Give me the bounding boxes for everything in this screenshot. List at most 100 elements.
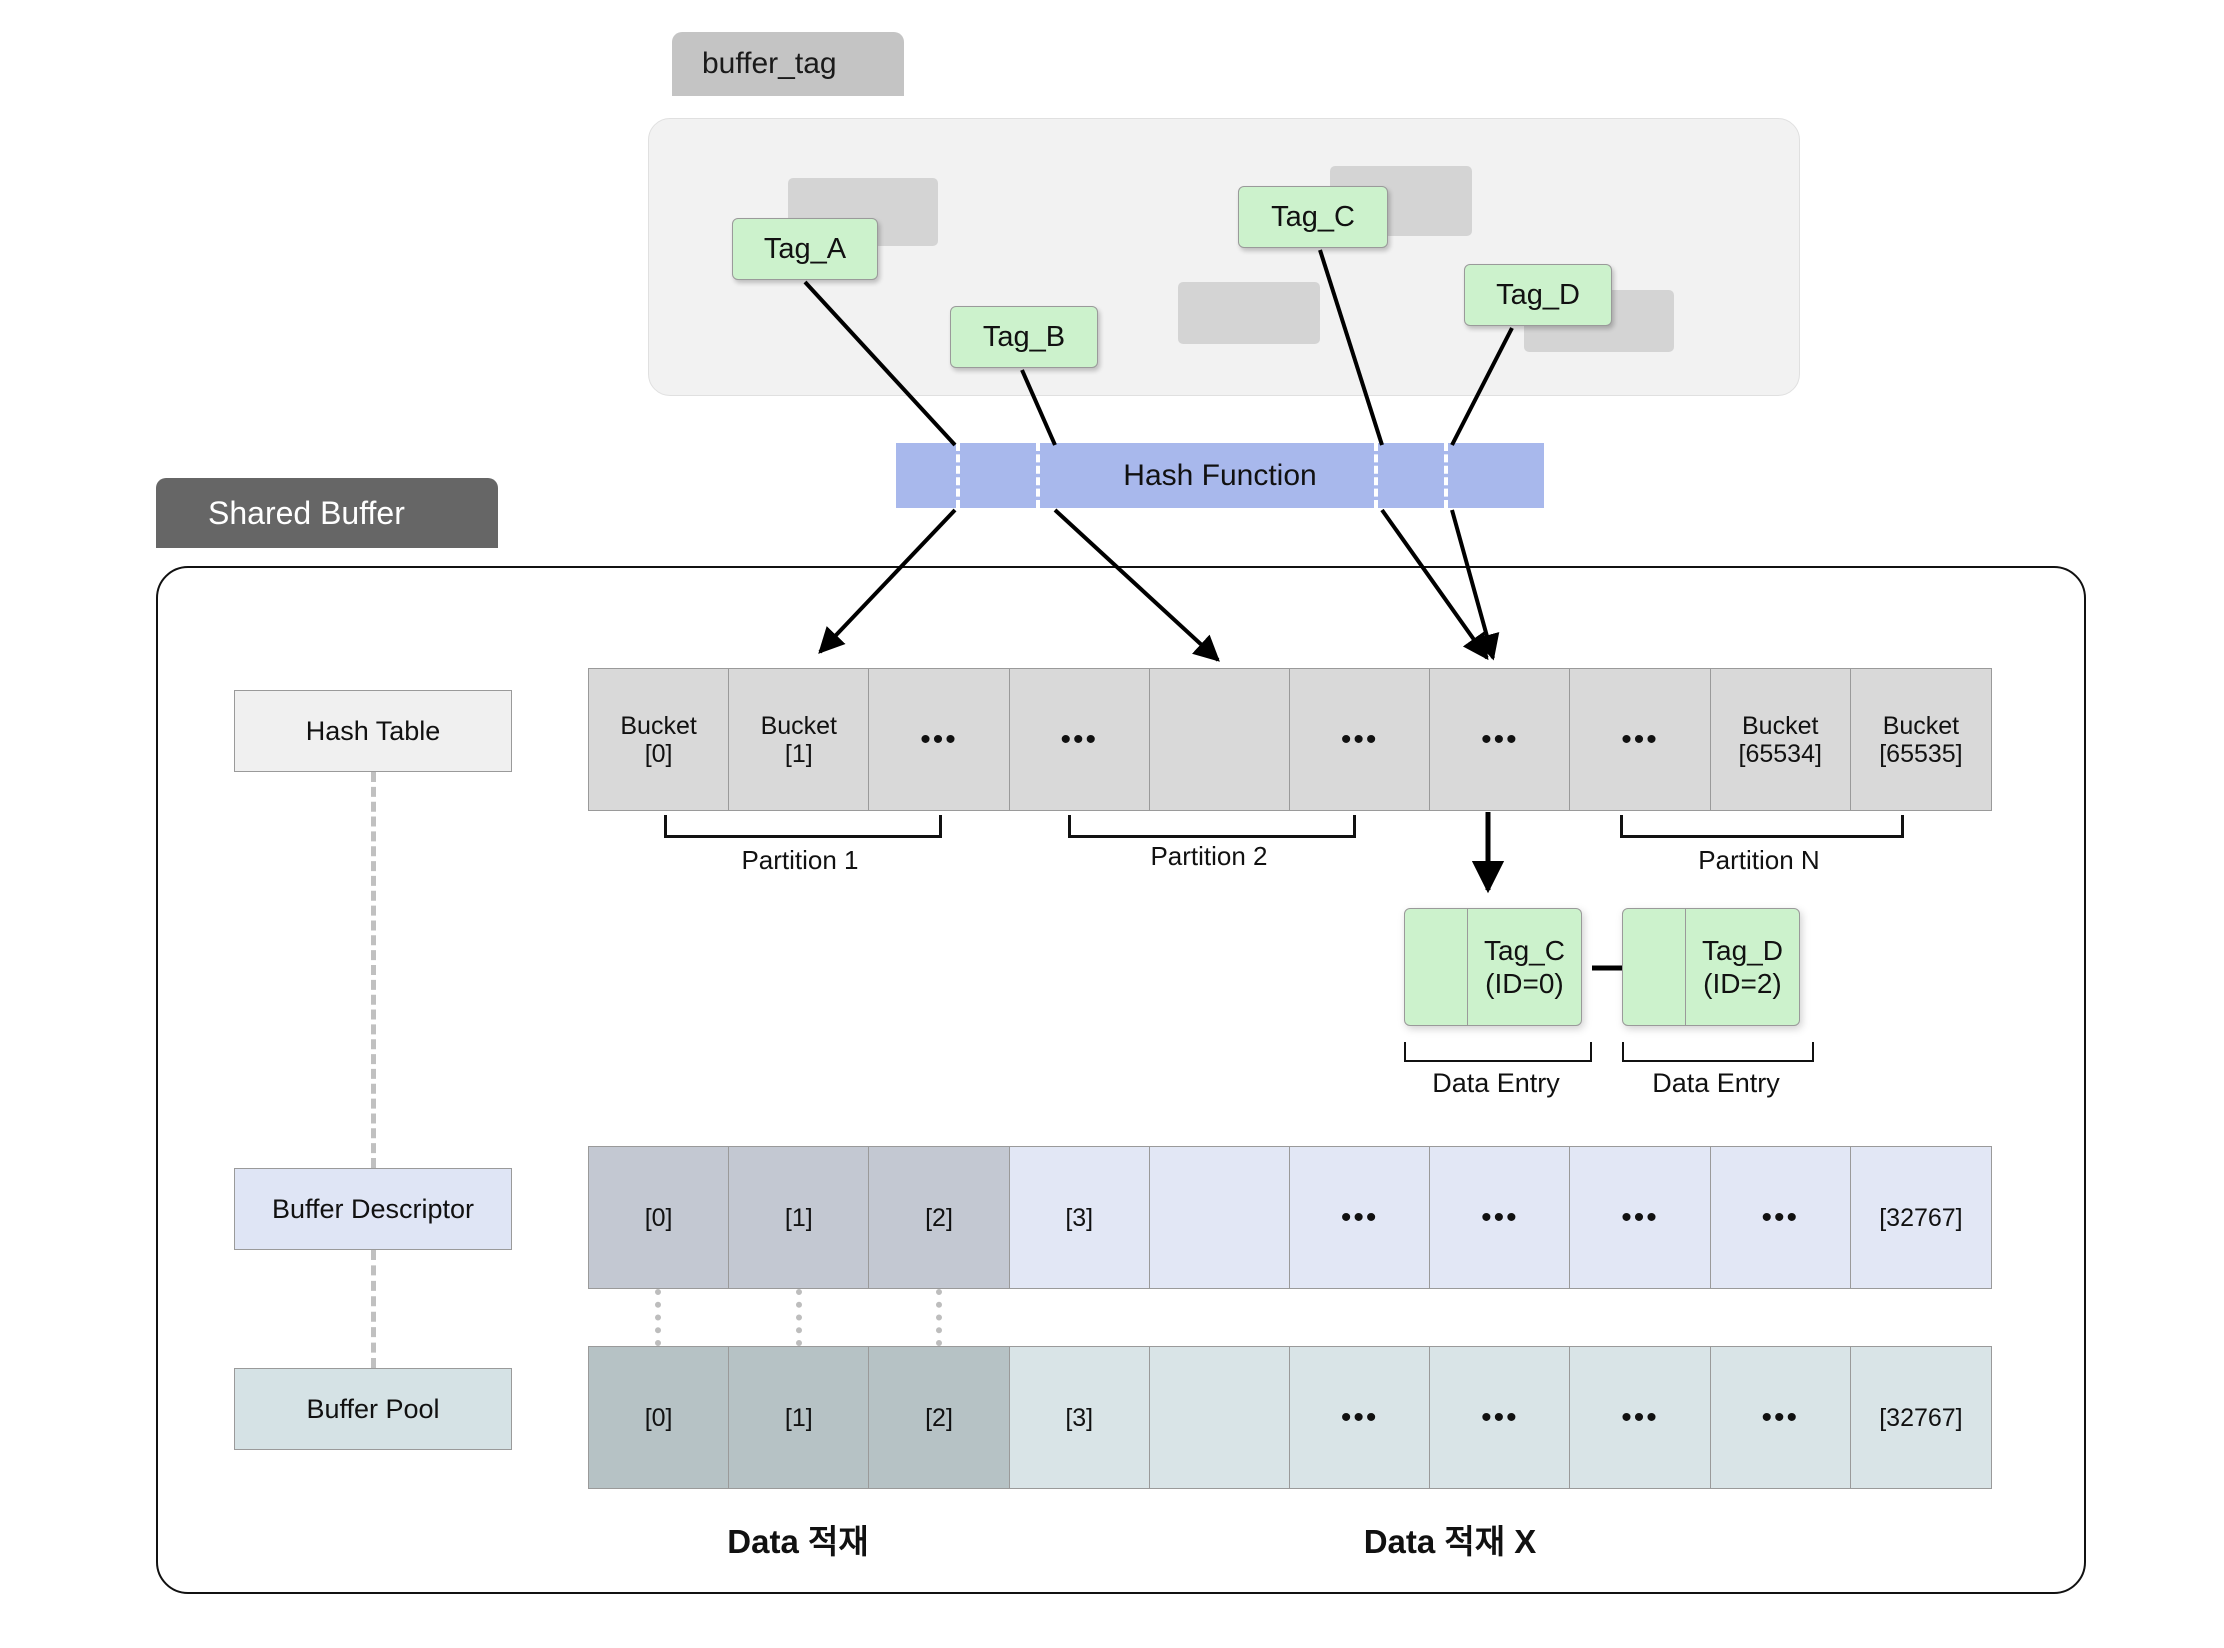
partition-bracket-1 [664,815,942,838]
hash-bucket-cell[interactable]: Bucket[0] [589,669,730,810]
buffer-pool-row: [0] [1] [2] [3] ••• ••• ••• ••• [32767] [588,1346,1992,1489]
tag-chip-a-label: Tag_A [763,232,847,265]
buffer-pool-cell[interactable]: ••• [1570,1347,1711,1488]
buffer-descriptor-cell[interactable]: [3] [1009,1147,1150,1288]
hash-table-row: Bucket[0]Bucket[1]•••••••••••••••Bucket[… [588,668,1992,811]
tag-chip-d[interactable]: Tag_D [1464,264,1612,326]
bucket-cell-line1: Bucket [1742,711,1819,740]
hash-function-label: Hash Function [1123,458,1317,492]
buffer-pool-cell-label: [2] [925,1403,953,1432]
shared-buffer-header: Shared Buffer [156,478,498,548]
hash-bucket-cell[interactable] [1149,669,1291,810]
descriptor-to-pool-connector [371,1250,376,1368]
hash-bucket-cell[interactable]: ••• [1570,669,1711,810]
buffer-pool-cell[interactable]: [2] [869,1347,1010,1488]
buffer-pool-cell[interactable]: ••• [1430,1347,1571,1488]
buffer-pool-cell-label: [1] [784,1403,813,1432]
buffer-descriptor-cell[interactable]: [0] [589,1147,730,1288]
caption-data-not-loaded: Data 적재 X [1363,1523,1537,1560]
data-entry-c-caption: Data Entry [1432,1068,1560,1098]
buffer-pool-cell[interactable] [1149,1347,1291,1488]
data-entry-c-body: Tag_C (ID=0) [1468,908,1582,1026]
buffer-pool-cell[interactable]: [3] [1009,1347,1150,1488]
hash-function-bar: Hash Function [896,443,1544,508]
bucket-cell-line1: Bucket [760,711,838,740]
buffer-descriptor-cell-label: [3] [1065,1203,1094,1232]
buffer-descriptor-cell[interactable]: [32767] [1850,1147,1992,1288]
hash-slot-divider-4 [1444,443,1448,508]
buffer-descriptor-row: [0] [1] [2] [3] ••• ••• ••• ••• [32767] [588,1146,1992,1289]
buffer-descriptor-cell[interactable]: ••• [1570,1147,1711,1288]
data-entry-d-tag: Tag_D [1702,934,1783,966]
buffer-pool-cell[interactable]: [0] [589,1347,730,1488]
ellipsis-icon: ••• [1481,1400,1519,1434]
descriptor-pool-link [655,1289,662,1346]
descriptor-pool-link [795,1289,802,1346]
hash-bucket-cell[interactable]: Bucket[65535] [1850,669,1992,810]
ellipsis-icon: ••• [1621,1200,1659,1234]
buffer-descriptor-label: Buffer Descriptor [271,1193,475,1224]
buffer-descriptor-cell-label: [0] [644,1203,673,1232]
data-entry-tag-c[interactable]: Tag_C (ID=0) [1404,908,1582,1026]
ellipsis-icon: ••• [1621,722,1659,756]
hash-bucket-cell[interactable]: Bucket[1] [729,669,870,810]
buffer-descriptor-cell-label: [2] [925,1203,953,1232]
partition-bracket-2 [1068,815,1356,838]
tag-chip-a[interactable]: Tag_A [732,218,878,280]
ellipsis-icon: ••• [1481,722,1519,756]
buffer-tag-title: buffer_tag [702,47,837,80]
buffer-pool-label-box: Buffer Pool [234,1368,512,1450]
buffer-descriptor-cell[interactable]: [2] [869,1147,1010,1288]
ellipsis-icon: ••• [1340,722,1379,756]
ellipsis-icon: ••• [1340,1400,1379,1434]
hash-bucket-cell[interactable]: ••• [869,669,1010,810]
ellipsis-icon: ••• [920,722,958,756]
tag-chip-d-label: Tag_D [1496,278,1580,311]
data-entry-d-caption: Data Entry [1652,1068,1780,1098]
hash-slot-divider-1 [956,443,960,508]
buffer-descriptor-cell[interactable]: [1] [729,1147,870,1288]
buffer-pool-cell-label: [0] [644,1403,673,1432]
ellipsis-icon: ••• [1060,722,1098,756]
partition-label-3: Partition N [1698,845,1820,875]
bucket-cell-line1: Bucket [620,711,697,740]
tag-chip-b-label: Tag_B [982,320,1066,353]
buffer-descriptor-cell[interactable]: ••• [1290,1147,1431,1288]
bucket-cell-line1: Bucket [1882,711,1960,740]
buffer-pool-cell[interactable]: ••• [1710,1347,1851,1488]
data-entry-c-bracket [1404,1042,1592,1062]
data-entry-d-slot [1622,908,1686,1026]
data-entry-tag-d[interactable]: Tag_D (ID=2) [1622,908,1800,1026]
buffer-pool-cell-label: [3] [1065,1403,1094,1432]
buffer-pool-cell[interactable]: ••• [1290,1347,1431,1488]
tag-chip-b[interactable]: Tag_B [950,306,1098,368]
partition-label-2: Partition 2 [1150,841,1268,871]
ghost-tag-rect-3 [1178,282,1320,344]
data-entry-c-id: (ID=0) [1485,968,1564,999]
bucket-cell-line2: [65534] [1738,739,1822,768]
hash-bucket-cell[interactable]: ••• [1009,669,1150,810]
data-entry-d-body: Tag_D (ID=2) [1686,908,1800,1026]
hash-table-to-descriptor-connector [371,772,376,1168]
buffer-descriptor-cell-label: [32767] [1879,1203,1963,1232]
hash-bucket-cell[interactable]: ••• [1290,669,1431,810]
hash-bucket-cell[interactable]: ••• [1430,669,1571,810]
buffer-pool-cell[interactable]: [32767] [1850,1347,1992,1488]
ellipsis-icon: ••• [1340,1200,1379,1234]
ellipsis-icon: ••• [1481,1200,1519,1234]
buffer-descriptor-label-box: Buffer Descriptor [234,1168,512,1250]
partition-bracket-3 [1620,815,1904,838]
ellipsis-icon: ••• [1761,1200,1799,1234]
buffer-descriptor-cell-label: [1] [784,1203,813,1232]
tag-chip-c-label: Tag_C [1271,200,1355,233]
hash-bucket-cell[interactable]: Bucket[65534] [1710,669,1851,810]
buffer-descriptor-cell[interactable]: ••• [1710,1147,1851,1288]
hash-slot-divider-3 [1374,443,1378,508]
bucket-cell-line2: [0] [644,739,673,768]
buffer-descriptor-cell[interactable] [1149,1147,1291,1288]
partition-label-1: Partition 1 [741,845,859,875]
buffer-descriptor-cell[interactable]: ••• [1430,1147,1571,1288]
buffer-pool-cell[interactable]: [1] [729,1347,870,1488]
tag-chip-c[interactable]: Tag_C [1238,186,1388,248]
ellipsis-icon: ••• [1761,1400,1799,1434]
